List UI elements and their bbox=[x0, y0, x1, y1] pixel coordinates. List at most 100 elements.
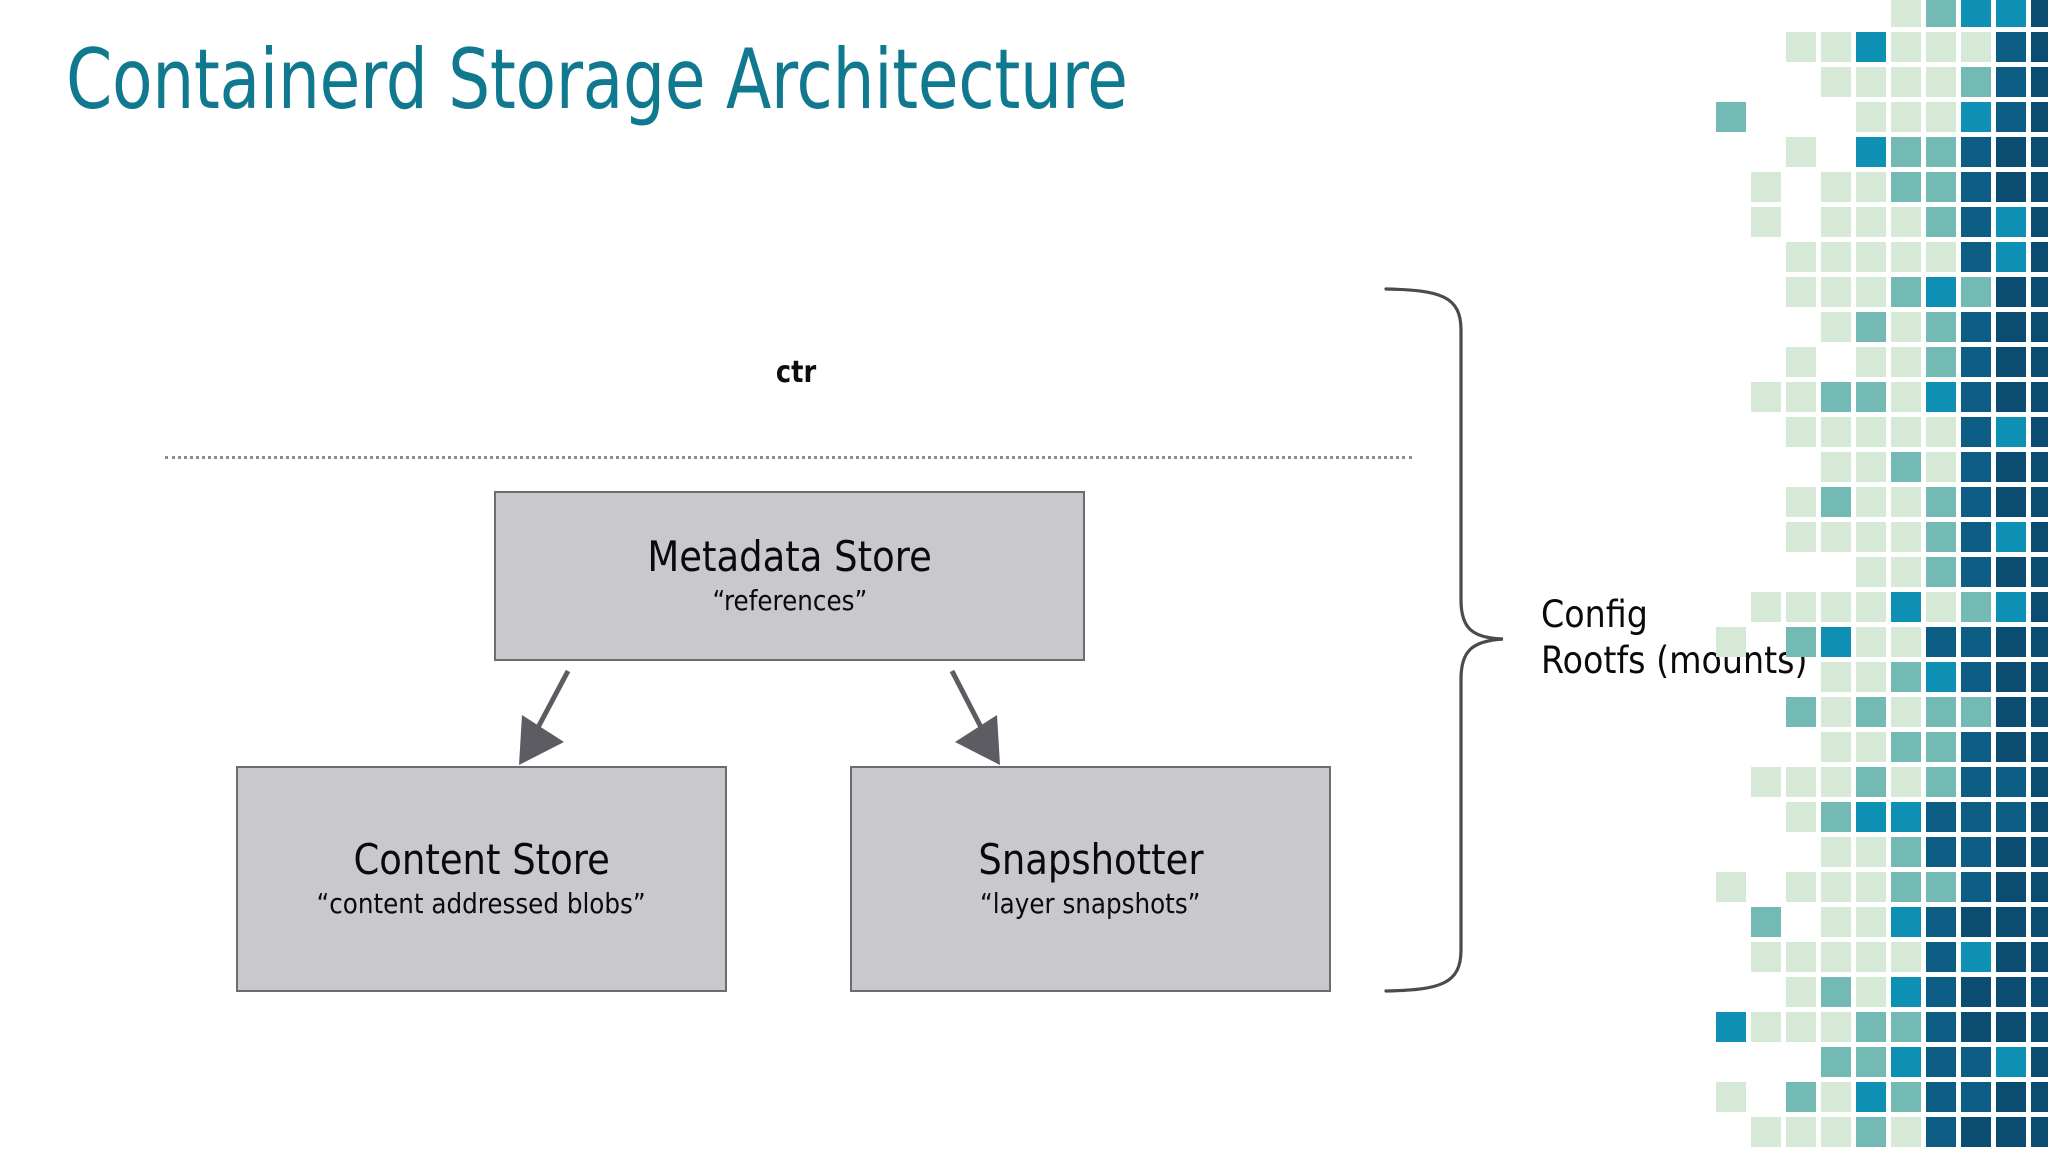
pixel-cell bbox=[1891, 0, 1921, 27]
pixel-cell bbox=[1891, 837, 1921, 867]
pixel-cell bbox=[1856, 1117, 1886, 1147]
pixel-cell bbox=[1961, 592, 1991, 622]
node-snapshotter[interactable]: Snapshotter “layer snapshots” bbox=[850, 766, 1331, 992]
pixel-cell bbox=[1856, 837, 1886, 867]
pixel-cell bbox=[1786, 942, 1816, 972]
node-title: Content Store bbox=[353, 834, 610, 884]
pixel-cell bbox=[1961, 802, 1991, 832]
pixel-cell bbox=[1856, 312, 1886, 342]
pixel-cell bbox=[1856, 172, 1886, 202]
node-metadata-store[interactable]: Metadata Store “references” bbox=[494, 491, 1085, 661]
pixel-cell bbox=[1751, 942, 1781, 972]
pixel-cell bbox=[1786, 697, 1816, 727]
pixel-cell bbox=[1961, 1047, 1991, 1077]
pixel-cell bbox=[1786, 767, 1816, 797]
pixel-cell bbox=[1996, 977, 2026, 1007]
pixel-cell bbox=[1856, 1082, 1886, 1112]
pixel-cell bbox=[2031, 417, 2048, 447]
pixel-cell bbox=[1996, 522, 2026, 552]
pixel-cell bbox=[1891, 627, 1921, 657]
pixel-cell bbox=[1891, 102, 1921, 132]
pixel-cell bbox=[1891, 1047, 1921, 1077]
node-content-store[interactable]: Content Store “content addressed blobs” bbox=[236, 766, 727, 992]
page-title: Containerd Storage Architecture bbox=[66, 31, 1128, 128]
pixel-cell bbox=[1856, 697, 1886, 727]
pixel-cell bbox=[1786, 137, 1816, 167]
pixel-cell bbox=[1856, 872, 1886, 902]
pixel-cell bbox=[1716, 872, 1746, 902]
pixel-cell bbox=[1926, 1082, 1956, 1112]
pixel-cell bbox=[1891, 697, 1921, 727]
pixel-cell bbox=[1891, 522, 1921, 552]
pixel-cell bbox=[1821, 662, 1851, 692]
pixel-cell bbox=[1786, 382, 1816, 412]
pixel-cell bbox=[1996, 277, 2026, 307]
pixel-cell bbox=[1891, 942, 1921, 972]
pixel-cell bbox=[1856, 242, 1886, 272]
pixel-cell bbox=[1996, 137, 2026, 167]
pixel-cell bbox=[1786, 627, 1816, 657]
pixel-cell bbox=[1926, 627, 1956, 657]
pixel-cell bbox=[1926, 1047, 1956, 1077]
pixel-cell bbox=[1961, 242, 1991, 272]
pixel-cell bbox=[2031, 662, 2048, 692]
annotation-line-2: Rootfs (mounts) bbox=[1541, 638, 1808, 682]
pixel-cell bbox=[1926, 907, 1956, 937]
pixel-cell bbox=[1926, 32, 1956, 62]
pixel-grid-decoration bbox=[1688, 0, 2048, 1152]
pixel-cell bbox=[1856, 767, 1886, 797]
pixel-cell bbox=[2031, 1117, 2048, 1147]
pixel-cell bbox=[1821, 1047, 1851, 1077]
pixel-cell bbox=[1996, 1047, 2026, 1077]
pixel-cell bbox=[1786, 592, 1816, 622]
pixel-cell bbox=[1821, 1082, 1851, 1112]
pixel-cell bbox=[1961, 137, 1991, 167]
pixel-cell bbox=[1751, 172, 1781, 202]
pixel-cell bbox=[2031, 172, 2048, 202]
pixel-cell bbox=[1786, 1117, 1816, 1147]
pixel-cell bbox=[1821, 732, 1851, 762]
pixel-cell bbox=[2031, 522, 2048, 552]
pixel-cell bbox=[1891, 872, 1921, 902]
pixel-cell bbox=[1891, 1082, 1921, 1112]
pixel-cell bbox=[1926, 592, 1956, 622]
pixel-cell bbox=[1751, 592, 1781, 622]
pixel-cell bbox=[1961, 67, 1991, 97]
pixel-cell bbox=[1996, 732, 2026, 762]
pixel-cell bbox=[1856, 592, 1886, 622]
pixel-cell bbox=[1961, 557, 1991, 587]
pixel-cell bbox=[1786, 522, 1816, 552]
pixel-cell bbox=[1856, 32, 1886, 62]
pixel-cell bbox=[1856, 347, 1886, 377]
pixel-cell bbox=[1821, 417, 1851, 447]
pixel-cell bbox=[2031, 137, 2048, 167]
pixel-cell bbox=[1821, 942, 1851, 972]
pixel-cell bbox=[1926, 837, 1956, 867]
pixel-cell bbox=[1856, 417, 1886, 447]
pixel-cell bbox=[1891, 312, 1921, 342]
pixel-cell bbox=[1891, 67, 1921, 97]
node-title: Snapshotter bbox=[977, 834, 1204, 884]
pixel-cell bbox=[1996, 312, 2026, 342]
pixel-cell bbox=[1926, 312, 1956, 342]
pixel-cell bbox=[1786, 1012, 1816, 1042]
pixel-cell bbox=[1961, 347, 1991, 377]
pixel-cell bbox=[1856, 452, 1886, 482]
pixel-cell bbox=[1926, 697, 1956, 727]
pixel-cell bbox=[1856, 557, 1886, 587]
pixel-cell bbox=[2031, 557, 2048, 587]
pixel-cell bbox=[1821, 837, 1851, 867]
pixel-cell bbox=[1856, 1012, 1886, 1042]
pixel-cell bbox=[1856, 802, 1886, 832]
pixel-cell bbox=[1821, 32, 1851, 62]
pixel-cell bbox=[1821, 522, 1851, 552]
pixel-cell bbox=[2031, 627, 2048, 657]
pixel-cell bbox=[1961, 732, 1991, 762]
pixel-cell bbox=[1961, 487, 1991, 517]
pixel-cell bbox=[1926, 522, 1956, 552]
pixel-cell bbox=[1926, 732, 1956, 762]
pixel-cell bbox=[1786, 802, 1816, 832]
pixel-cell bbox=[1926, 242, 1956, 272]
pixel-cell bbox=[1856, 907, 1886, 937]
